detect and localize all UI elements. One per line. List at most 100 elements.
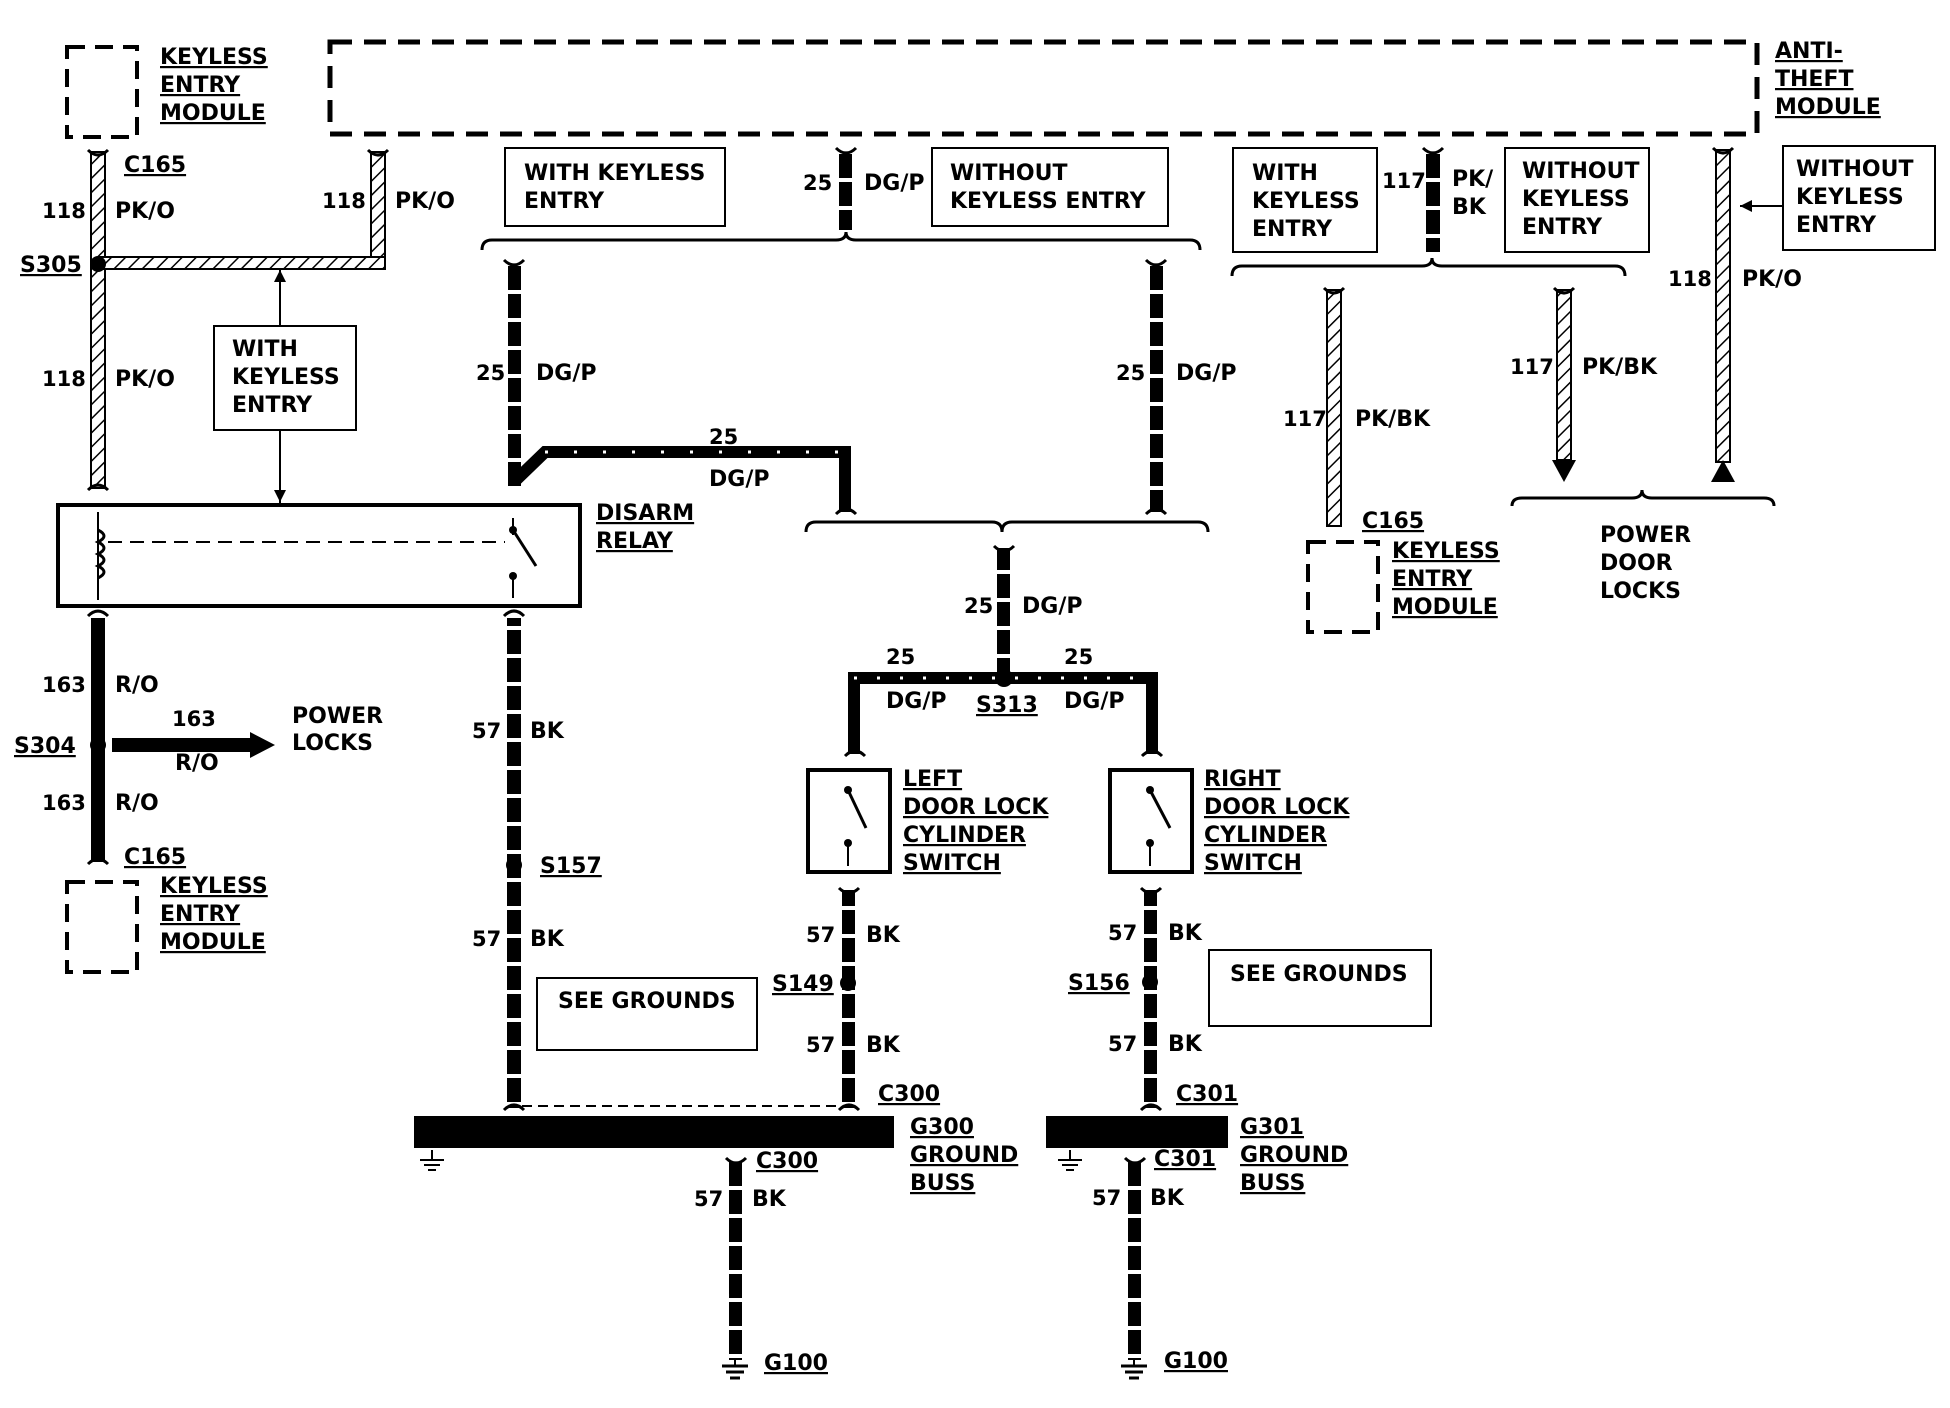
svg-text:25: 25 xyxy=(803,171,832,195)
svg-text:118: 118 xyxy=(322,189,366,213)
svg-text:25: 25 xyxy=(1064,645,1093,669)
svg-text:163: 163 xyxy=(42,791,86,815)
svg-text:57: 57 xyxy=(472,719,501,743)
svg-text:KEYLESS: KEYLESS xyxy=(1796,185,1904,210)
svg-text:25: 25 xyxy=(1116,361,1145,385)
circuit-118-branch: 118 PK/O xyxy=(99,148,455,270)
svg-text:57: 57 xyxy=(1108,1032,1137,1056)
svg-text:DG/P: DG/P xyxy=(1064,689,1124,714)
svg-text:SWITCH: SWITCH xyxy=(903,851,1001,876)
svg-text:R/O: R/O xyxy=(115,791,159,816)
keyless-entry-module-bottom-left: KEYLESS ENTRY MODULE xyxy=(65,874,268,974)
left-door-lock-switch: LEFT DOOR LOCK CYLINDER SWITCH xyxy=(806,767,1049,876)
with-keyless-entry-box-top: WITH KEYLESS ENTRY xyxy=(504,147,726,227)
svg-text:S156: S156 xyxy=(1068,971,1130,996)
svg-text:LOCKS: LOCKS xyxy=(292,731,373,756)
circuit-118-right: 118 PK/O xyxy=(1668,146,1802,482)
svg-text:ENTRY: ENTRY xyxy=(232,393,313,418)
svg-text:25: 25 xyxy=(886,645,915,669)
svg-text:PK/O: PK/O xyxy=(115,199,175,224)
svg-text:DOOR LOCK: DOOR LOCK xyxy=(903,795,1049,820)
svg-text:ENTRY: ENTRY xyxy=(1392,567,1473,592)
svg-text:ENTRY: ENTRY xyxy=(160,902,241,927)
svg-text:SEE GROUNDS: SEE GROUNDS xyxy=(558,989,736,1014)
svg-text:163: 163 xyxy=(172,707,216,731)
svg-text:KEYLESS: KEYLESS xyxy=(160,45,268,70)
keyless-entry-module-top-left: KEYLESS ENTRY MODULE xyxy=(65,45,268,139)
without-keyless-entry-box-right: WITHOUT KEYLESS ENTRY xyxy=(1504,147,1650,253)
svg-text:117: 117 xyxy=(1283,407,1327,431)
svg-text:WITHOUT: WITHOUT xyxy=(950,161,1067,186)
circuit-25-right: 25 DG/P xyxy=(1116,258,1236,516)
circuit-25-junction: 25 DG/P xyxy=(804,520,1210,676)
svg-text:SWITCH: SWITCH xyxy=(1204,851,1302,876)
svg-text:57: 57 xyxy=(806,923,835,947)
svg-text:PK/O: PK/O xyxy=(115,367,175,392)
svg-text:MODULE: MODULE xyxy=(160,101,266,126)
svg-text:PK/BK: PK/BK xyxy=(1582,355,1658,380)
svg-text:S305: S305 xyxy=(20,253,82,278)
svg-text:C165: C165 xyxy=(124,153,186,178)
svg-text:C301: C301 xyxy=(1176,1082,1238,1107)
svg-text:118: 118 xyxy=(42,199,86,223)
circuit-118-left: C165 118 PK/O 118 PK/O xyxy=(42,148,186,492)
without-keyless-entry-box-far: WITHOUT KEYLESS ENTRY xyxy=(1740,145,1936,251)
splice-s305: S305 xyxy=(20,253,106,278)
svg-text:57: 57 xyxy=(694,1187,723,1211)
svg-text:KEYLESS: KEYLESS xyxy=(160,874,268,899)
svg-text:BK: BK xyxy=(530,719,565,744)
svg-text:BUSS: BUSS xyxy=(910,1171,975,1196)
svg-text:DG/P: DG/P xyxy=(1176,361,1236,386)
svg-text:G300: G300 xyxy=(910,1115,974,1140)
svg-text:RIGHT: RIGHT xyxy=(1204,767,1281,792)
keyless-entry-module-right: KEYLESS ENTRY MODULE xyxy=(1306,539,1500,634)
svg-text:WITHOUT: WITHOUT xyxy=(1522,159,1639,184)
svg-text:DG/P: DG/P xyxy=(1022,594,1082,619)
svg-text:BUSS: BUSS xyxy=(1240,1171,1305,1196)
svg-text:WITH KEYLESS: WITH KEYLESS xyxy=(524,161,705,186)
svg-text:WITH: WITH xyxy=(232,337,298,362)
svg-text:POWER: POWER xyxy=(1600,523,1691,548)
svg-text:DG/P: DG/P xyxy=(886,689,946,714)
svg-text:DOOR LOCK: DOOR LOCK xyxy=(1204,795,1350,820)
splice-s304: S304 xyxy=(14,734,106,759)
svg-text:S304: S304 xyxy=(14,734,76,759)
svg-text:KEYLESS ENTRY: KEYLESS ENTRY xyxy=(950,189,1147,214)
svg-text:117: 117 xyxy=(1510,355,1554,379)
see-grounds-box-2: SEE GROUNDS xyxy=(1208,949,1432,1027)
g300-ground-buss: G300 GROUND BUSS xyxy=(414,1115,1018,1196)
svg-text:ANTI-: ANTI- xyxy=(1775,39,1843,64)
circuit-57-g301: C301 57 BK G100 xyxy=(1092,1147,1228,1380)
splice-s149: S149 xyxy=(772,972,856,997)
svg-text:G301: G301 xyxy=(1240,1115,1304,1140)
power-door-locks: POWER DOOR LOCKS xyxy=(1510,489,1776,604)
svg-text:R/O: R/O xyxy=(115,673,159,698)
svg-text:BK: BK xyxy=(752,1187,787,1212)
svg-text:MODULE: MODULE xyxy=(160,930,266,955)
svg-text:LOCKS: LOCKS xyxy=(1600,579,1681,604)
svg-text:PK/: PK/ xyxy=(1452,167,1494,192)
svg-text:BK: BK xyxy=(1150,1186,1185,1211)
with-keyless-entry-box-left: WITH KEYLESS ENTRY xyxy=(213,270,357,503)
splice-s156: S156 xyxy=(1068,971,1158,996)
svg-text:DG/P: DG/P xyxy=(709,467,769,492)
svg-text:CYLINDER: CYLINDER xyxy=(1204,823,1327,848)
svg-text:118: 118 xyxy=(42,367,86,391)
svg-text:POWER: POWER xyxy=(292,704,383,729)
svg-text:SEE GROUNDS: SEE GROUNDS xyxy=(1230,962,1408,987)
svg-text:ENTRY: ENTRY xyxy=(524,189,605,214)
svg-text:S157: S157 xyxy=(540,854,602,879)
svg-text:MODULE: MODULE xyxy=(1775,95,1881,120)
svg-text:25: 25 xyxy=(476,361,505,385)
svg-text:117: 117 xyxy=(1382,169,1426,193)
g301-ground-buss: G301 GROUND BUSS xyxy=(1046,1115,1348,1196)
svg-text:57: 57 xyxy=(1092,1186,1121,1210)
circuit-117-to-power-door-locks: 117 PK/BK xyxy=(1510,286,1658,482)
svg-text:BK: BK xyxy=(1452,195,1487,220)
svg-text:KEYLESS: KEYLESS xyxy=(1392,539,1500,564)
svg-text:57: 57 xyxy=(472,927,501,951)
svg-text:DISARM: DISARM xyxy=(596,501,694,526)
svg-text:KEYLESS: KEYLESS xyxy=(1522,187,1630,212)
circuit-117-to-keyless: 117 PK/BK C165 xyxy=(1283,286,1431,534)
